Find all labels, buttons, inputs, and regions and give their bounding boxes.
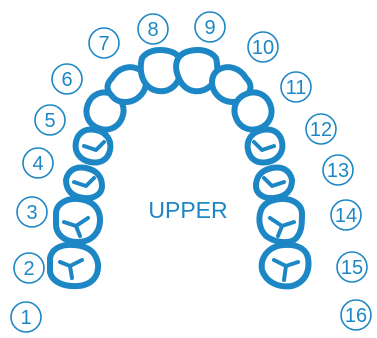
tooth-number-3: 3 bbox=[26, 202, 37, 224]
tooth-badge-11[interactable]: 11 bbox=[281, 72, 311, 102]
tooth-5[interactable] bbox=[76, 130, 111, 163]
tooth-badge-1[interactable]: 1 bbox=[11, 302, 41, 332]
tooth-number-10: 10 bbox=[252, 37, 274, 59]
tooth-number-2: 2 bbox=[23, 258, 34, 280]
tooth-badge-12[interactable]: 12 bbox=[306, 114, 336, 144]
tooth-15[interactable] bbox=[262, 245, 309, 287]
tooth-badge-3[interactable]: 3 bbox=[17, 197, 47, 227]
tooth-number-7: 7 bbox=[98, 33, 109, 55]
tooth-13[interactable] bbox=[256, 168, 292, 199]
tooth-3[interactable] bbox=[56, 199, 100, 242]
tooth-number-13: 13 bbox=[327, 160, 349, 182]
tooth-badge-6[interactable]: 6 bbox=[52, 64, 82, 94]
arch-label: UPPER bbox=[148, 197, 227, 223]
tooth-12[interactable] bbox=[248, 130, 283, 163]
tooth-number-12: 12 bbox=[310, 119, 332, 141]
tooth-number-6: 6 bbox=[61, 69, 72, 91]
tooth-badge-15[interactable]: 15 bbox=[337, 252, 367, 282]
tooth-badge-7[interactable]: 7 bbox=[89, 28, 119, 58]
tooth-badge-2[interactable]: 2 bbox=[14, 253, 44, 283]
tooth-2[interactable] bbox=[50, 245, 98, 286]
tooth-11[interactable] bbox=[234, 92, 271, 129]
tooth-number-4: 4 bbox=[32, 153, 43, 175]
tooth-14[interactable] bbox=[259, 199, 302, 242]
tooth-badge-13[interactable]: 13 bbox=[323, 155, 353, 185]
tooth-badge-10[interactable]: 10 bbox=[248, 32, 278, 62]
tooth-badge-16[interactable]: 16 bbox=[341, 300, 371, 330]
tooth-number-15: 15 bbox=[341, 257, 363, 279]
tooth-badge-9[interactable]: 9 bbox=[195, 12, 225, 42]
tooth-number-8: 8 bbox=[147, 19, 158, 41]
tooth-number-14: 14 bbox=[335, 205, 357, 227]
tooth-number-11: 11 bbox=[286, 77, 307, 99]
tooth-badge-5[interactable]: 5 bbox=[35, 105, 65, 135]
tooth-number-16: 16 bbox=[345, 305, 367, 327]
tooth-badge-8[interactable]: 8 bbox=[138, 14, 168, 44]
tooth-number-9: 9 bbox=[204, 17, 215, 39]
tooth-badge-4[interactable]: 4 bbox=[23, 148, 53, 178]
tooth-badge-14[interactable]: 14 bbox=[331, 200, 361, 230]
tooth-number-1: 1 bbox=[20, 307, 31, 329]
tooth-4[interactable] bbox=[66, 168, 102, 199]
tooth-number-5: 5 bbox=[44, 110, 55, 132]
